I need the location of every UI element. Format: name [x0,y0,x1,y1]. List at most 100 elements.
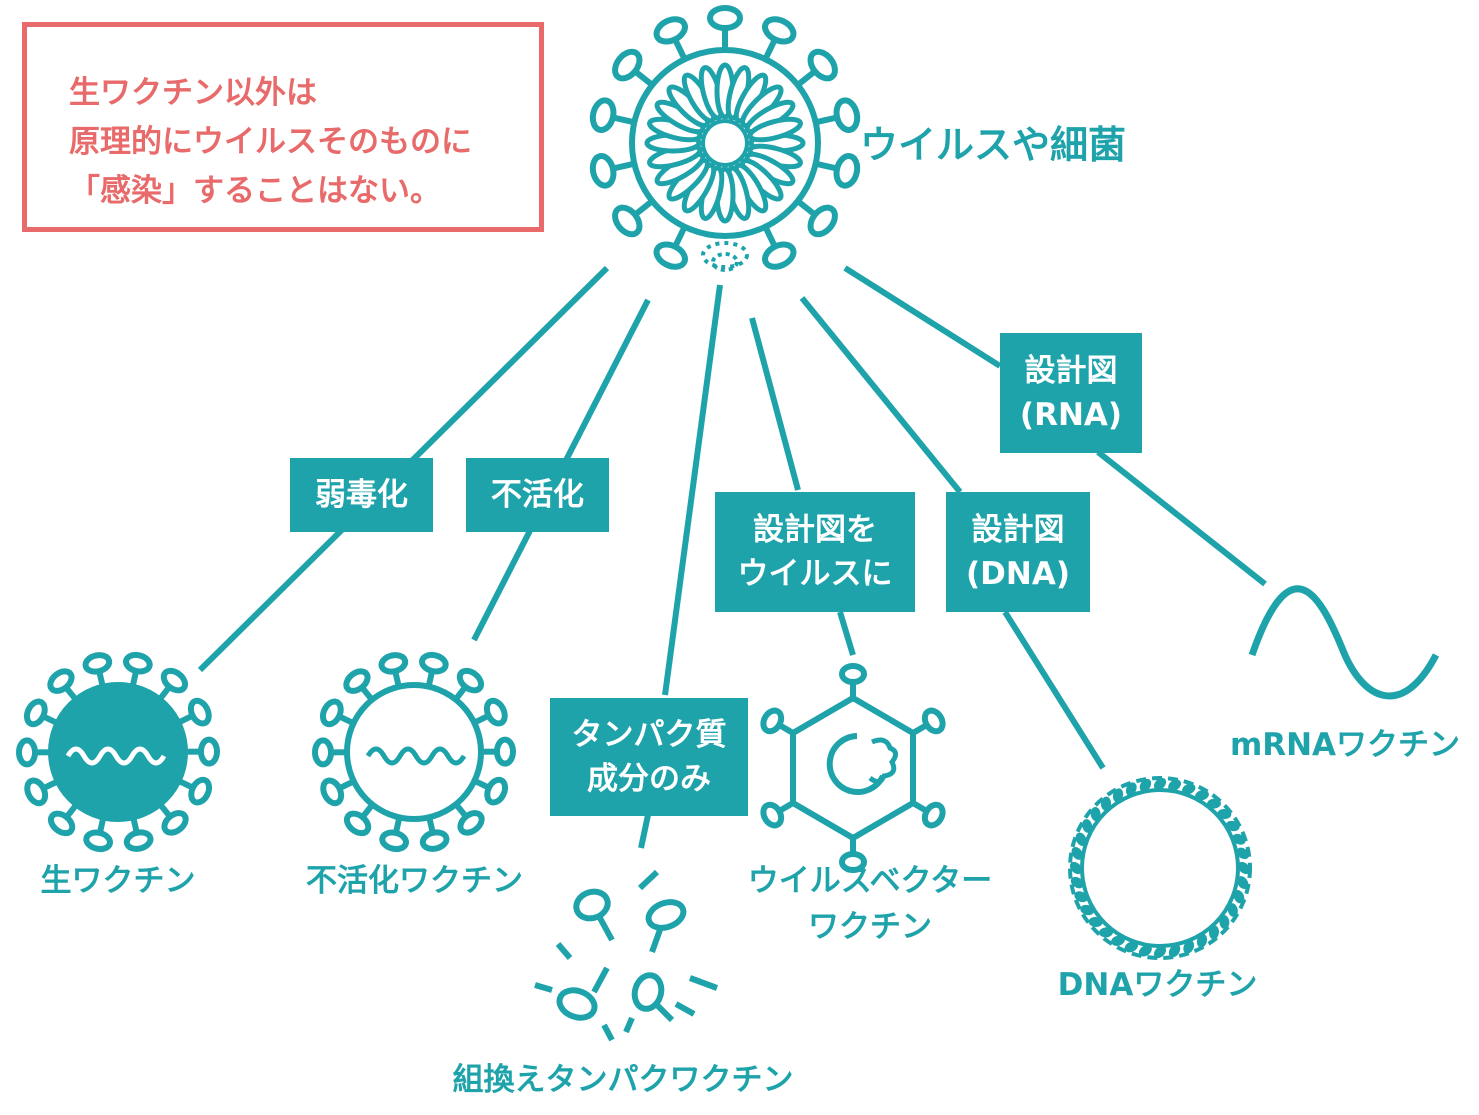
spike-head [47,668,75,694]
note-line: 生ワクチン以外は [69,75,317,111]
spike [612,114,635,126]
dna-bead [1233,890,1245,904]
spike-head [160,667,189,694]
spike [762,38,778,61]
spike-head [707,5,743,31]
spike-head [612,204,643,238]
spike-head [762,16,797,45]
line-to-mrna [1096,449,1267,587]
caption-text: ワクチン [808,909,932,945]
dna-bead [1153,777,1167,791]
spike-head [839,851,867,873]
spike-head [456,667,485,694]
dna-strand [1068,776,1252,960]
spike-head [419,651,449,675]
rna-wave-icon [1248,585,1440,700]
spike-head [123,651,153,675]
label-text: ウイルスに [737,556,893,592]
spike-head [807,48,838,82]
spike [815,114,838,126]
caption-inactivated: 不活化ワクチン [292,858,537,904]
spike-head [589,97,617,133]
dna-bead [1139,944,1152,957]
label-text: 成分のみ [587,761,711,797]
hexagon-virus-icon [760,663,946,873]
note-box: 生ワクチン以外は 原理的にウイルスそのものに 「感染」することはない。 [22,22,544,232]
dna-bead [1125,782,1137,796]
spike-head [197,736,220,767]
dna-bead [1225,820,1240,832]
dna-bead [1196,933,1208,948]
dna-bead [1090,807,1101,821]
dna-ring-icon [1068,776,1252,960]
dna-bead [1075,832,1087,846]
dna-bead [1207,798,1221,809]
spike-head [807,204,838,238]
spike-head [16,737,39,768]
note-line: 「感染」することはない。 [69,173,441,209]
caption-text: 不活化ワクチン [306,863,523,899]
spike-head [188,776,213,806]
spike-head [653,16,688,45]
dna-bead [1227,903,1238,917]
dna-bead [1082,819,1093,833]
spike-head [24,777,49,807]
spike-head [187,697,212,727]
dna-bead [1182,783,1196,795]
spike-head [378,652,409,675]
solid-virus-icon [16,651,220,853]
spike [672,225,688,248]
line-dna-lower [1002,610,1106,770]
label-blueprint-rna: 設計図 (RNA) [1000,333,1142,453]
dna-bead [1168,779,1181,792]
spike [795,68,817,88]
label-blueprint-virus: 設計図を ウイルスに [715,492,915,612]
dna-bead [1080,904,1095,916]
spike-head [762,241,797,270]
spike [612,160,635,172]
spike-head [921,707,946,735]
dna-bead [1237,861,1251,875]
spike [633,198,655,218]
source-label: ウイルスや細菌 [860,123,1127,167]
spike-head [419,829,450,852]
caption-text: 生ワクチン [40,863,196,899]
line-to-recombinant [662,284,723,696]
caption-text: ウイルスベクター [747,863,993,899]
dna-bead [1070,876,1084,889]
label-text: 不活化 [491,477,584,513]
dna-bead [1232,833,1246,845]
dna-bead [1217,808,1232,820]
dna-bead [1074,891,1088,903]
spike-head [484,776,509,806]
dna-bead [1153,945,1167,959]
spike-head [833,97,861,133]
dna-bead [1111,935,1125,946]
spike-head [123,829,154,852]
dna-bead [1219,915,1230,929]
label-blueprint-dna: 設計図 (DNA) [946,492,1090,612]
dna-bead [1208,925,1220,940]
dna-bead [1139,778,1152,792]
label-text: タンパク質 [571,717,727,753]
caption-dna: DNAワクチン [1050,962,1265,1008]
spike [779,723,795,736]
label-text: 設計図を [753,512,877,548]
hollow-virus-icon [312,651,516,853]
spike-head [82,652,113,675]
spike [779,800,795,813]
virus-icon [589,5,861,272]
dna-bead [1236,847,1250,860]
spike-head [612,48,643,82]
spike [633,68,655,88]
dna-bead [1236,876,1249,889]
spike-head [83,829,113,853]
spike-head [23,698,48,728]
note-line: 原理的にウイルスそのものに [69,124,472,160]
dna-bead [1124,941,1138,953]
dna-bead [1195,790,1209,801]
caption-text: 組換えタンパクワクチン [452,1062,794,1098]
dna-bead [1112,788,1124,803]
caption-live: 生ワクチン [18,858,218,904]
spike [762,225,778,248]
